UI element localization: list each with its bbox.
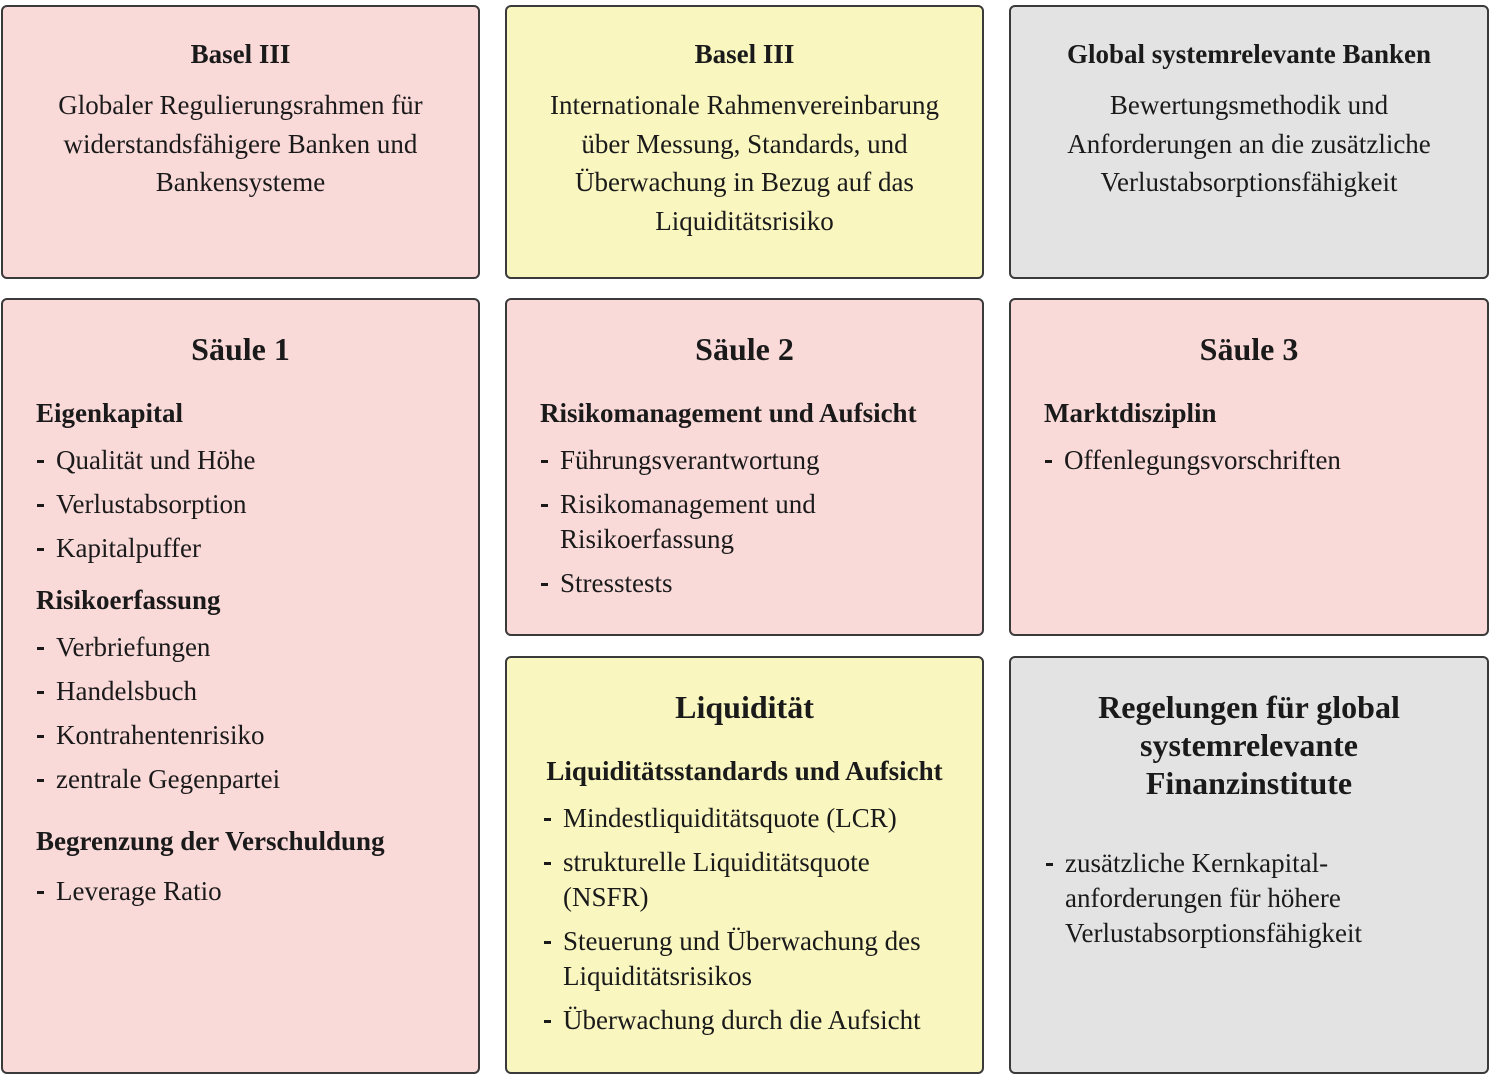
section-heading: Eigenkapital: [36, 398, 184, 428]
list-item: Überwachung durch die Aufsicht: [543, 1003, 982, 1038]
list-item: Offenlegungsvorschriften: [1044, 443, 1487, 478]
item-list: Qualität und Höhe Verlustabsorption Kapi…: [3, 443, 478, 566]
box-liquidity: Liquidität Liquiditätsstandards und Aufs…: [505, 656, 984, 1074]
box-gsib-assessment: Global systemrelevante Banken Bewertungs…: [1009, 5, 1489, 279]
box-title: Basel III: [694, 39, 795, 69]
list-item: Qualität und Höhe: [36, 443, 478, 478]
liquidity-title: Liquidität: [675, 689, 814, 725]
pillar-title: Säule 3: [1199, 331, 1299, 367]
pillar-title: Säule 1: [191, 331, 290, 367]
box-basel-iii-liquidity: Basel III Internationale Rahmenvereinbar…: [505, 5, 984, 279]
item-list: Leverage Ratio: [3, 874, 478, 909]
box-description: Bewertungsmethodik und Anforderungen an …: [1067, 90, 1431, 197]
box-basel-iii-framework: Basel III Globaler Regulierungsrahmen fü…: [1, 5, 480, 279]
box-title: Basel III: [190, 39, 291, 69]
section-heading: Risikoerfassung: [36, 585, 221, 615]
box-description: Internationale Rahmenvereinbarung über M…: [549, 90, 940, 236]
section-heading: Liquiditätsstandards und Aufsicht: [546, 756, 943, 786]
list-item: Verlustabsorption: [36, 487, 478, 522]
box-pillar-1: Säule 1 Eigenkapital Qualität und Höhe V…: [1, 298, 480, 1074]
item-list: zusätzliche Kernkapital-anforderungen fü…: [1011, 846, 1487, 951]
list-item: Stresstests: [540, 566, 982, 601]
section-heading: Begrenzung der Verschuldung: [36, 826, 385, 856]
list-item: Leverage Ratio: [36, 874, 478, 909]
box-gsib-regulations: Regelungen für global systemrelevante Fi…: [1009, 656, 1489, 1074]
item-list: Offenlegungsvorschriften: [1011, 443, 1487, 478]
item-list: Führungsverantwortung Risikomanagement u…: [507, 443, 982, 601]
section-heading: Risikomanagement und Aufsicht: [540, 398, 917, 428]
item-list: Mindestliquiditätsquote (LCR) strukturel…: [507, 801, 982, 1038]
list-item: Risikomanagement und Risikoerfassung: [540, 487, 860, 557]
list-item: Verbriefungen: [36, 630, 478, 665]
list-item: Führungsverantwortung: [540, 443, 982, 478]
list-item: zusätzliche Kernkapital-anforderungen fü…: [1045, 846, 1395, 951]
gsib-title: Regelungen für global systemrelevante Fi…: [1098, 689, 1400, 801]
box-title: Global systemrelevante Banken: [1067, 39, 1431, 69]
list-item: Steuerung und Überwachung des Liquidität…: [543, 924, 963, 994]
pillar-title: Säule 2: [695, 331, 794, 367]
list-item: Kapitalpuffer: [36, 531, 478, 566]
list-item: Kontrahentenrisiko: [36, 718, 478, 753]
list-item: strukturelle Liquiditätsquote (NSFR): [543, 845, 903, 915]
list-item: zentrale Gegenpartei: [36, 762, 478, 797]
section-heading: Marktdisziplin: [1044, 398, 1217, 428]
box-pillar-3: Säule 3 Marktdisziplin Offenlegungsvorsc…: [1009, 298, 1489, 636]
list-item: Handelsbuch: [36, 674, 478, 709]
item-list: Verbriefungen Handelsbuch Kontrahentenri…: [3, 630, 478, 797]
list-item: Mindestliquiditätsquote (LCR): [543, 801, 982, 836]
box-pillar-2: Säule 2 Risikomanagement und Aufsicht Fü…: [505, 298, 984, 636]
box-description: Globaler Regulierungsrahmen für widersta…: [58, 90, 423, 197]
